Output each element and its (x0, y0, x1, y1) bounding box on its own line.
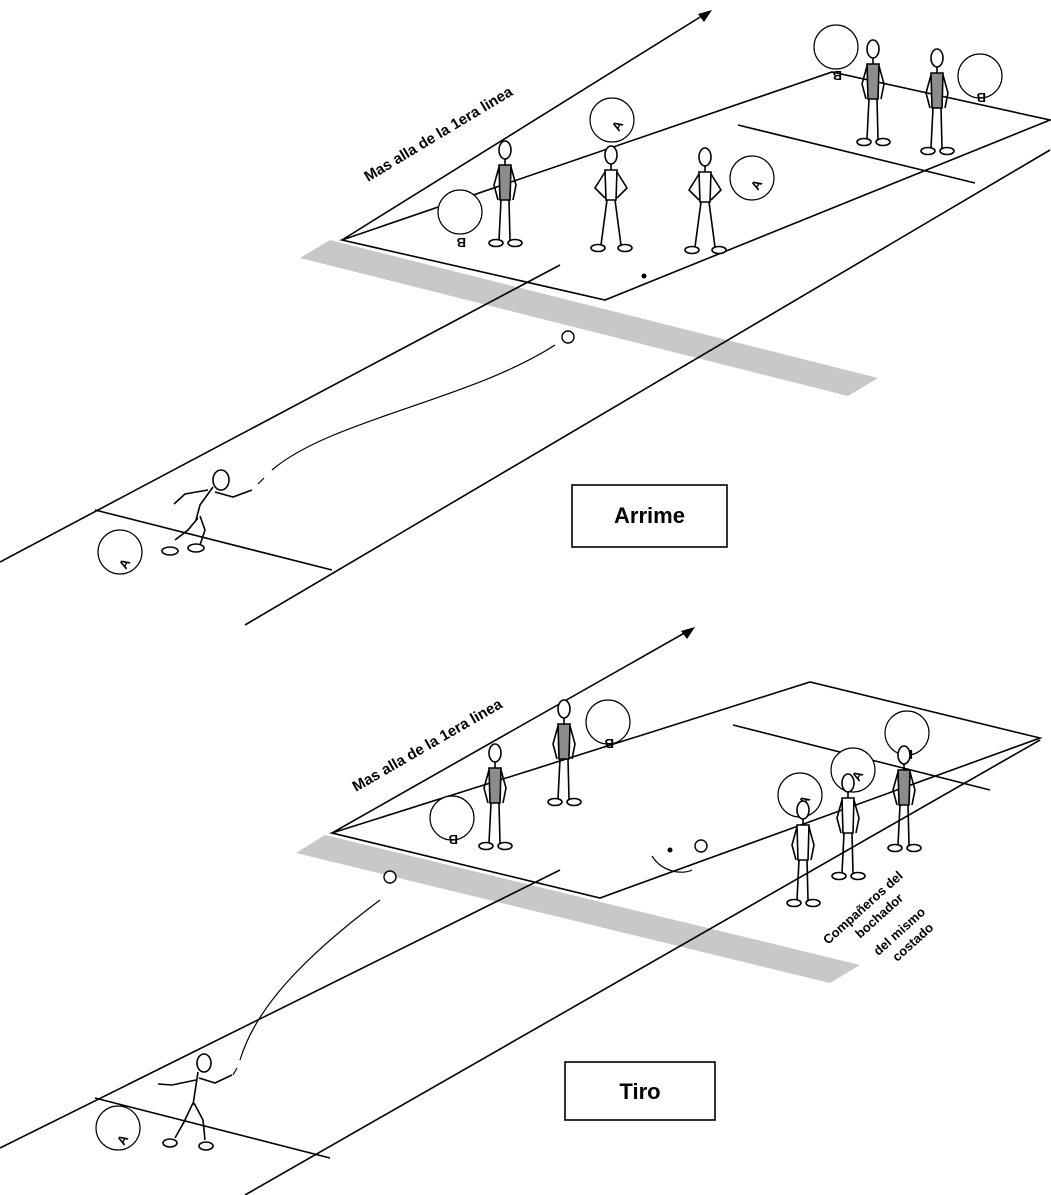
ball (383, 870, 397, 884)
player-a-2: A (684, 147, 775, 255)
top-panel: Mas alla de la 1era linea B A A B (0, 10, 1051, 626)
ball (561, 330, 575, 344)
player-b-3: B (920, 48, 1003, 156)
player-b-4: B (429, 743, 513, 851)
first-line-band (296, 835, 860, 983)
player-letter: B (449, 832, 458, 847)
arrow-label: Mas alla de la 1era linea (350, 695, 506, 795)
player-letter: B (605, 736, 614, 751)
arrime-label: Arrime (614, 503, 685, 528)
player-letter: B (833, 68, 842, 83)
court-side-right (244, 149, 1051, 626)
target-ball (694, 839, 708, 853)
player-b-2: B (813, 24, 891, 147)
arrime-box (571, 484, 728, 548)
bowler-arrime: A (97, 469, 253, 575)
player-letter: B (977, 90, 986, 105)
impact-arc (651, 855, 693, 873)
bowler-tiro: A (95, 1053, 233, 1151)
near-cross-line (94, 509, 333, 571)
arrow-head (698, 10, 712, 22)
player-b-1: B (437, 140, 523, 250)
player-a-4: A (830, 747, 876, 881)
arrow-label: Mas alla de la 1era linea (361, 83, 516, 186)
bottom-panel: Mas alla de la 1era linea B B A A (0, 627, 1043, 1195)
far-court (329, 681, 1043, 899)
release-mark (232, 1067, 238, 1076)
court-side-left (0, 264, 561, 563)
player-letter: B (457, 235, 466, 250)
jack (667, 847, 673, 853)
far-court-cross-line (737, 124, 976, 184)
ball-trajectory (239, 899, 381, 1061)
player-a-1: A (589, 97, 635, 253)
arrow-head (681, 627, 695, 639)
player-a-3: A (777, 772, 823, 908)
far-court (339, 71, 1051, 301)
tiro-label: Tiro (619, 1079, 660, 1104)
player-b-5: B (547, 699, 631, 807)
court-side-left (0, 869, 561, 1149)
near-cross-line (94, 1097, 331, 1159)
tiro-box (564, 1061, 716, 1121)
release-mark (257, 477, 265, 485)
first-line-band (300, 240, 878, 396)
direction-arrow (331, 630, 689, 834)
jack (641, 273, 647, 279)
direction-arrow (341, 13, 706, 241)
player-b-6: B (884, 710, 930, 853)
ball-trajectory (271, 344, 556, 471)
